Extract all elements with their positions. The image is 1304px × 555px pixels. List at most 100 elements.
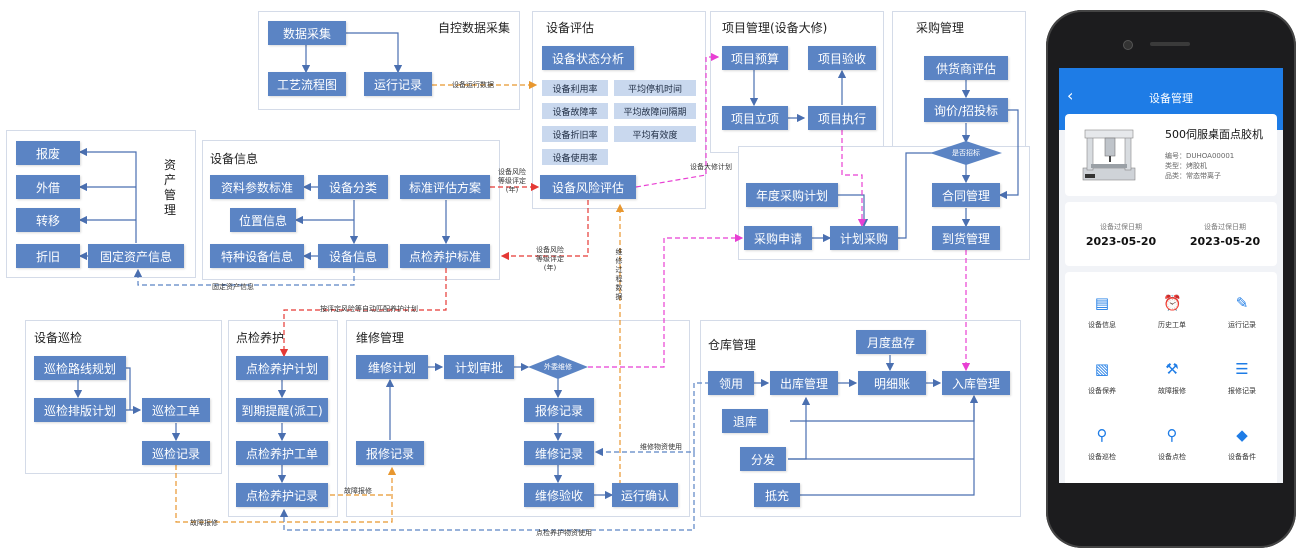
depreciation-rate: 设备折旧率 (542, 126, 608, 142)
warranty-card: 设备过保日期 2023-05-20 设备过保日期 2023-05-20 (1065, 202, 1277, 266)
maintenance-icon: ▧ (1094, 360, 1110, 378)
patrol-order-box: 巡检工单 (142, 398, 210, 422)
repair-record-box: 维修记录 (524, 441, 594, 465)
repair-accept-box: 维修验收 (524, 483, 594, 507)
distribute-box: 分发 (740, 447, 786, 471)
warranty-label-a: 设备过保日期 (1100, 223, 1142, 231)
plan-purchase-box: 计划采购 (830, 226, 898, 250)
grid-label: 设备保养 (1088, 387, 1116, 395)
patrol-location-icon: ⚲ (1096, 426, 1108, 444)
run-record-box: 运行记录 (364, 72, 432, 96)
speaker-grille (1150, 42, 1190, 46)
proj-budget-box: 项目预算 (722, 46, 788, 70)
warranty-date-a: 2023-05-20 (1085, 235, 1157, 248)
note-overhaul-plan: 设备大修计划 (690, 163, 732, 171)
purchase-req-box: 采购申请 (744, 226, 812, 250)
note-fault-report2: 故障报修 (190, 519, 218, 527)
device-card[interactable]: 500伺服桌面点胶机 编号：DUHOA00001 类型：烤胶机 品类：常态带离子 (1065, 114, 1277, 196)
grid-maintenance[interactable]: ▧ 设备保养 (1067, 360, 1137, 396)
back-arrow-icon[interactable]: ‹ (1067, 86, 1074, 105)
util-rate: 设备利用率 (542, 80, 608, 96)
return-box: 退库 (722, 409, 768, 433)
device-code: 编号：DUHOA00001 (1165, 152, 1235, 160)
grid-repair-record[interactable]: ☰ 报修记录 (1207, 360, 1277, 396)
mtbf: 平均故障间隔期 (614, 103, 696, 119)
annual-plan-box: 年度采购计划 (746, 183, 838, 207)
special-box: 特种设备信息 (210, 244, 304, 268)
phone-screen: ‹ 设备管理 500伺服桌面点胶机 编号：DUHOA00001 类型：烤胶机 品… (1059, 68, 1283, 483)
note-maint-material: 点检养护物资使用 (536, 529, 592, 537)
inquiry-box: 询价/招投标 (924, 98, 1008, 122)
schedule-box: 巡检排版计划 (34, 398, 126, 422)
supplier-eval-box: 供货商评估 (924, 56, 1008, 80)
fault-rate: 设备故障率 (542, 103, 608, 119)
dispenser-machine-icon (1082, 129, 1136, 181)
plan-approve-box: 计划审批 (444, 355, 514, 379)
device-name: 500伺服桌面点胶机 (1165, 128, 1263, 141)
report-record2-box: 报修记录 (524, 398, 594, 422)
grid-device-info[interactable]: ▤ 设备信息 (1067, 294, 1137, 330)
detail-box: 明细账 (858, 371, 926, 395)
maint-title: 点检养护 (236, 331, 285, 345)
fixed-asset-box: 固定资产信息 (88, 244, 184, 268)
collect-box: 领用 (708, 371, 754, 395)
decision-bidding: 是否招标 (952, 149, 980, 157)
device-type: 类型：烤胶机 (1165, 162, 1207, 170)
grid-fault-report[interactable]: ⚒ 故障报修 (1137, 360, 1207, 396)
param-std-box: 资料参数标准 (210, 175, 304, 199)
warranty-date-b: 2023-05-20 (1189, 235, 1261, 248)
classify-box: 设备分类 (318, 175, 388, 199)
grid-history-order[interactable]: ⏰ 历史工单 (1137, 294, 1207, 330)
decision-outsource: 外委维修 (544, 363, 572, 371)
grid-label: 设备点检 (1158, 453, 1186, 461)
grid-label: 设备巡检 (1088, 453, 1116, 461)
note-auto-match: 按评定风险等自动匹配养护计划 (320, 305, 418, 313)
eval-title: 设备评估 (546, 21, 595, 35)
camera-icon (1123, 40, 1133, 50)
grid-spare-parts[interactable]: ◆ 设备备件 (1207, 426, 1277, 462)
note-risk-level-b: 设备风险 等级评定 (年) (536, 246, 564, 272)
usage-rate: 设备使用率 (542, 149, 608, 165)
report-record-box: 报修记录 (356, 441, 424, 465)
device-info-title: 设备信息 (210, 152, 259, 166)
status-analysis-box: 设备状态分析 (542, 46, 634, 70)
grid-patrol[interactable]: ⚲ 设备巡检 (1067, 426, 1137, 462)
note-fault-report: 故障报修 (344, 487, 372, 495)
maint-plan-box: 点检养护计划 (236, 356, 328, 380)
grid-label: 报修记录 (1228, 387, 1256, 395)
location-box: 位置信息 (230, 208, 296, 232)
depreciate-box: 折旧 (16, 244, 80, 268)
proj-setup-box: 项目立项 (722, 106, 788, 130)
note-material-use: 维修物资使用 (640, 443, 682, 451)
contract-box: 合同管理 (932, 183, 1000, 207)
offset-box: 抵充 (754, 483, 800, 507)
maint-std-box: 点检养护标准 (400, 244, 490, 268)
avg-availability: 平均有效度 (614, 126, 696, 142)
route-plan-box: 巡检路线规划 (34, 356, 126, 380)
auto-data-title: 自控数据采集 (438, 21, 511, 35)
data-collect-box: 数据采集 (268, 21, 346, 45)
note-risk-level-a: 设备风险 等级评定 (年) (498, 168, 526, 194)
repair-title: 维修管理 (356, 331, 405, 345)
std-plan-box: 标准评估方案 (400, 175, 490, 199)
grid-inspection[interactable]: ⚲ 设备点检 (1137, 426, 1207, 462)
warehouse-title: 仓库管理 (708, 338, 757, 352)
grid-run-record[interactable]: ✎ 运行记录 (1207, 294, 1277, 330)
run-confirm-box: 运行确认 (612, 483, 678, 507)
history-order-icon: ⏰ (1163, 294, 1182, 312)
function-grid: ▤ 设备信息 ⏰ 历史工单 ✎ 运行记录 ▧ 设备保养 ⚒ 故障报修 ☰ 报修记… (1065, 272, 1277, 483)
monthly-box: 月度盘存 (856, 330, 926, 354)
run-record-icon: ✎ (1235, 294, 1249, 312)
grid-label: 故障报修 (1158, 387, 1186, 395)
grid-label: 运行记录 (1228, 321, 1256, 329)
purchase-title: 采购管理 (916, 21, 965, 35)
device-info-icon: ▤ (1094, 294, 1110, 312)
proj-exec-box: 项目执行 (808, 106, 876, 130)
app-title: 设备管理 (1149, 92, 1193, 105)
note-run-data: 设备运行数据 (452, 81, 494, 89)
patrol-record-box: 巡检记录 (142, 441, 210, 465)
maint-record-box: 点检养护记录 (236, 483, 328, 507)
grid-label: 设备信息 (1088, 321, 1116, 329)
process-chart-box: 工艺流程图 (268, 72, 346, 96)
